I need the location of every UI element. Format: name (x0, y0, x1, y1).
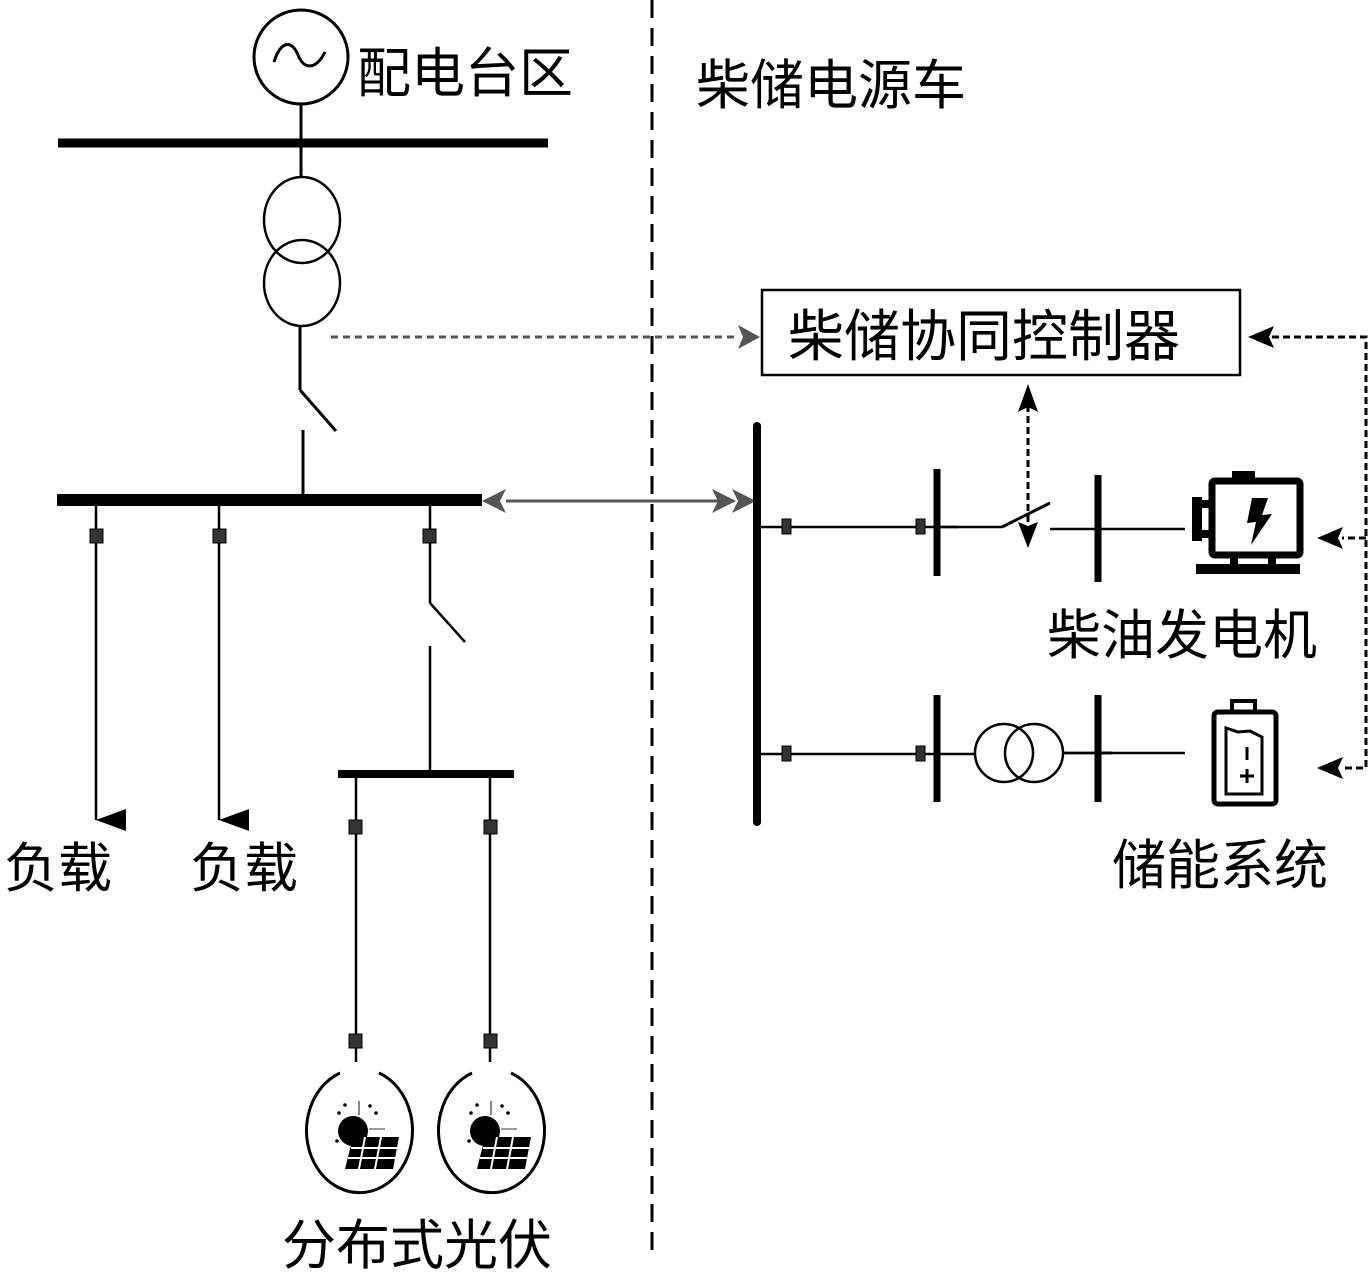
battery-icon (1211, 699, 1279, 807)
pv-switch-icon[interactable] (429, 602, 466, 643)
switch-control-arrowhead-down (1018, 522, 1038, 548)
diesel-generator-icon (1192, 471, 1304, 574)
storage-control-arrowhead (1317, 757, 1343, 779)
breaker-icon[interactable] (915, 518, 926, 535)
main-switch-icon[interactable] (298, 389, 338, 500)
transformer-icon (973, 722, 1065, 784)
controller-label: 柴储协同控制器 (788, 305, 1180, 370)
controller-box[interactable]: 柴储协同控制器 (760, 288, 1242, 377)
breaker-icon[interactable] (422, 528, 437, 544)
storage-label: 储能系统 (1112, 834, 1328, 897)
switch-control-arrowhead-up (1018, 384, 1038, 412)
load-feeder-2 (212, 506, 249, 831)
load-label-1: 负载 (4, 837, 112, 900)
measurement-signal-arrowhead (738, 325, 760, 349)
transformer-icon (262, 175, 342, 328)
pv-feeder (422, 506, 466, 774)
generator-label: 柴油发电机 (1047, 604, 1317, 667)
ac-source-icon (252, 8, 350, 106)
breaker-icon[interactable] (212, 528, 227, 544)
pv-branch-1 (348, 778, 363, 1062)
controller-input-arrowhead (1248, 326, 1274, 348)
breaker-icon[interactable] (483, 819, 498, 835)
breaker-icon[interactable] (483, 1033, 498, 1049)
breaker-icon[interactable] (915, 745, 926, 762)
breaker-icon[interactable] (89, 528, 104, 544)
generator-switch-icon[interactable] (1001, 501, 1051, 529)
pv-branch-2 (483, 778, 498, 1062)
pv-label: 分布式光伏 (282, 1214, 552, 1277)
solar-pv-icon (305, 1071, 414, 1195)
load-label-2: 负载 (190, 837, 298, 900)
vehicle-title: 柴储电源车 (696, 54, 966, 117)
solar-pv-icon (437, 1071, 546, 1195)
load-feeder-1 (89, 506, 126, 831)
breaker-icon[interactable] (781, 518, 792, 535)
generator-control-arrowhead (1317, 527, 1343, 549)
breaker-icon[interactable] (348, 1033, 363, 1049)
generator-branch (757, 469, 1185, 582)
breaker-icon[interactable] (781, 745, 792, 762)
power-exchange-arrowhead-right (732, 489, 756, 513)
dispatch-control-signal (1248, 326, 1368, 779)
source-label: 配电台区 (357, 42, 573, 105)
breaker-icon[interactable] (348, 819, 363, 835)
storage-branch (757, 695, 1112, 802)
power-exchange-arrowhead-left (482, 489, 506, 513)
